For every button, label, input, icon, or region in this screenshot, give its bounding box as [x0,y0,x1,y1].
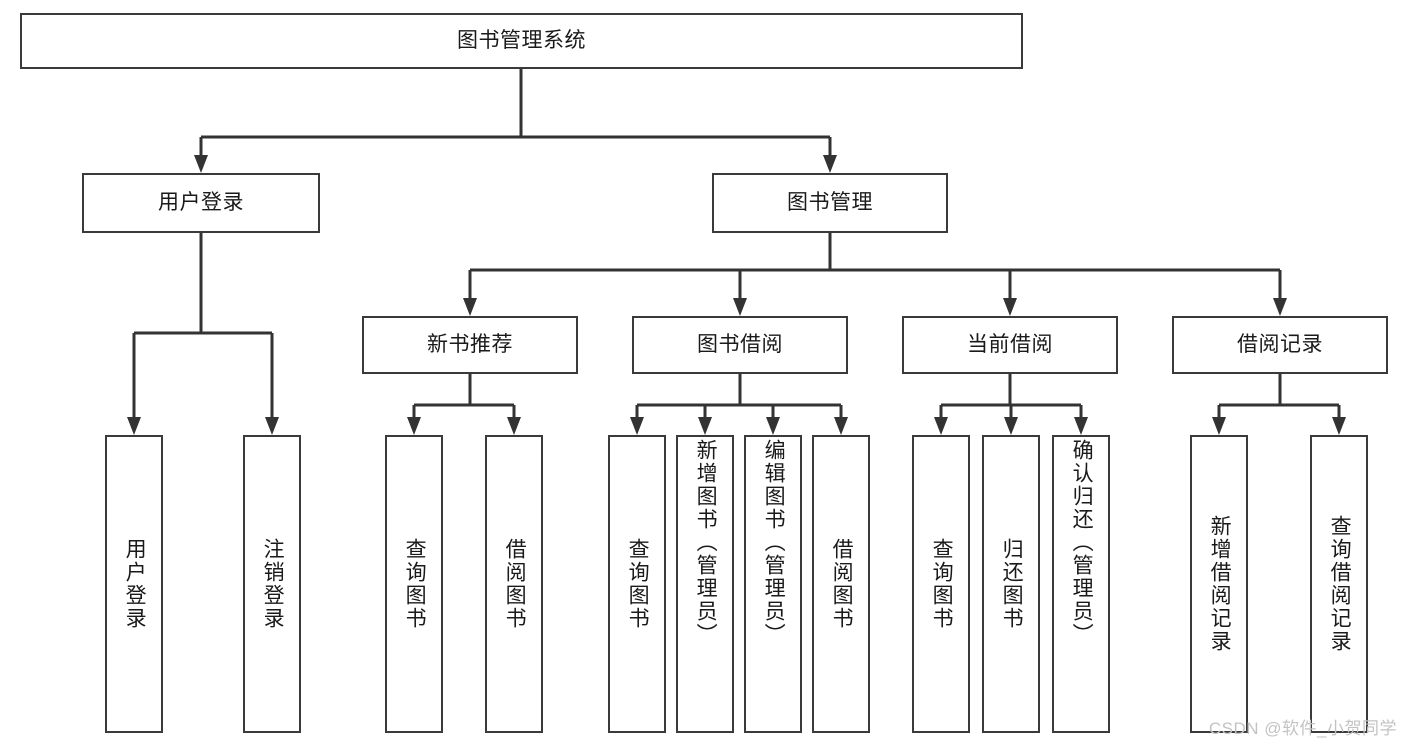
node-label: 借阅图书 [830,538,854,630]
node-label: 查询图书 [626,538,650,630]
node-root-图书管理系统[interactable]: 图书管理系统 [20,13,1023,69]
node-leaf-归还图书[interactable]: 归还图书 [982,435,1040,733]
node-leaf-注销登录[interactable]: 注销登录 [243,435,301,733]
arrowhead-icon [127,417,141,435]
arrowhead-icon [934,417,948,435]
arrowhead-icon [507,417,521,435]
node-level3-借阅记录[interactable]: 借阅记录 [1172,316,1388,374]
node-level2-图书管理[interactable]: 图书管理 [712,173,948,233]
node-label: 用户登录 [158,190,244,214]
node-label: 查询图书 [930,538,954,630]
arrowhead-icon [630,417,644,435]
node-leaf-新增图书管理员[interactable]: 新增图书（管理员） [676,435,734,733]
node-level3-当前借阅[interactable]: 当前借阅 [902,316,1118,374]
node-label: 新增图书（管理员） [694,439,718,646]
arrowhead-icon [265,417,279,435]
arrowhead-icon [1332,417,1346,435]
node-level2-用户登录[interactable]: 用户登录 [82,173,320,233]
arrowhead-icon [1273,298,1287,316]
arrowhead-icon [1004,417,1018,435]
arrowhead-icon [766,417,780,435]
node-label: 注销登录 [261,538,285,630]
arrowhead-icon [823,155,837,173]
arrowhead-icon [407,417,421,435]
node-label: 新书推荐 [427,332,513,356]
arrowhead-icon [463,298,477,316]
node-label: 图书借阅 [697,332,783,356]
node-label: 图书管理 [787,190,873,214]
arrowhead-icon [1212,417,1226,435]
node-label: 编辑图书（管理员） [762,439,786,646]
arrowhead-icon [1003,298,1017,316]
node-label: 新增借阅记录 [1208,515,1232,653]
arrowhead-icon [1074,417,1088,435]
node-label: 借阅图书 [503,538,527,630]
node-label: 当前借阅 [967,332,1053,356]
node-leaf-编辑图书管理员[interactable]: 编辑图书（管理员） [744,435,802,733]
node-leaf-用户登录[interactable]: 用户登录 [105,435,163,733]
node-leaf-借阅图书[interactable]: 借阅图书 [812,435,870,733]
node-leaf-新增借阅记录[interactable]: 新增借阅记录 [1190,435,1248,733]
node-label: 用户登录 [123,538,147,630]
arrowhead-icon [834,417,848,435]
node-label: 确认归还（管理员） [1070,439,1094,646]
node-leaf-查询图书[interactable]: 查询图书 [385,435,443,733]
arrowhead-icon [733,298,747,316]
node-leaf-确认归还管理员[interactable]: 确认归还（管理员） [1052,435,1110,733]
node-leaf-查询图书[interactable]: 查询图书 [912,435,970,733]
node-label: 查询借阅记录 [1328,515,1352,653]
connector-arrowheads [127,155,1346,435]
node-level3-新书推荐[interactable]: 新书推荐 [362,316,578,374]
arrowhead-icon [194,155,208,173]
node-leaf-查询图书[interactable]: 查询图书 [608,435,666,733]
node-label: 归还图书 [1000,538,1024,630]
arrowhead-icon [698,417,712,435]
node-leaf-查询借阅记录[interactable]: 查询借阅记录 [1310,435,1368,733]
node-label: 图书管理系统 [457,28,586,52]
node-label: 借阅记录 [1237,332,1323,356]
node-label: 查询图书 [403,538,427,630]
node-level3-图书借阅[interactable]: 图书借阅 [632,316,848,374]
node-leaf-借阅图书[interactable]: 借阅图书 [485,435,543,733]
